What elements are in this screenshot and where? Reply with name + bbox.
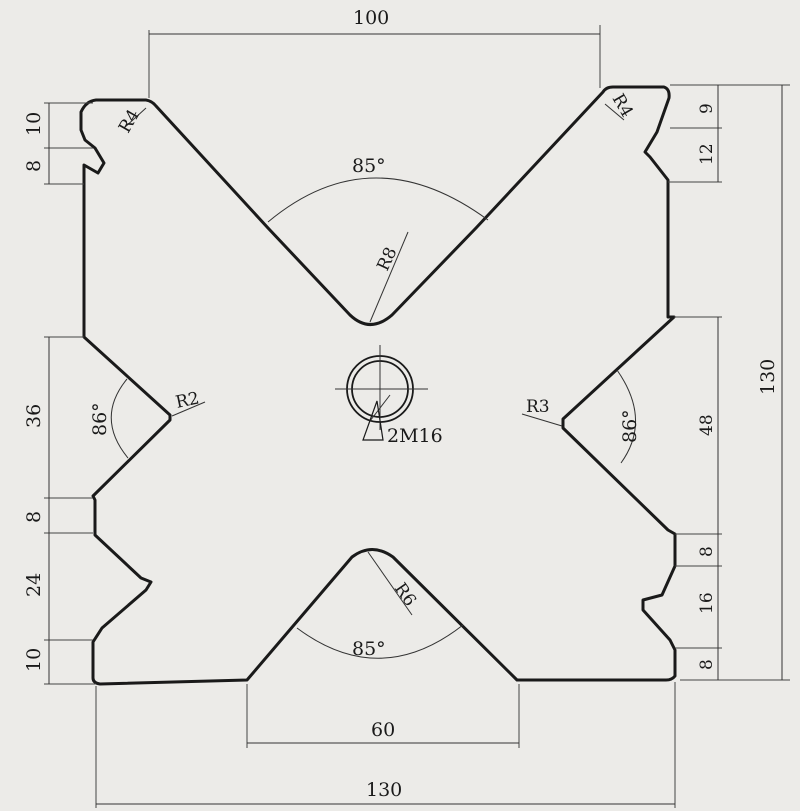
angle-right-label: 86° xyxy=(619,409,641,443)
hole-leader xyxy=(369,394,391,422)
angle-top-label: 85° xyxy=(352,155,386,177)
dim-right-48-label: 48 xyxy=(697,414,717,436)
dim-top-width-label: 100 xyxy=(353,7,389,29)
radius-left-v-label: R2 xyxy=(174,388,201,412)
angle-left-label: 86° xyxy=(89,402,111,436)
dim-left-10-label: 10 xyxy=(23,648,45,672)
dim-top-width: 100 xyxy=(148,7,601,98)
angle-arc-right xyxy=(616,369,637,464)
angle-arc-left xyxy=(110,378,129,459)
dim-right-chain: 9 12 48 8 16 8 xyxy=(668,85,722,680)
hole-label: 2M16 xyxy=(387,425,443,447)
radius-top-left-label: R4 xyxy=(115,106,144,136)
dim-left-24-label: 24 xyxy=(23,573,45,597)
dim-left-8-label: 8 xyxy=(23,511,45,523)
radius-right-v-label: R3 xyxy=(526,397,550,417)
radius-leader-left-v xyxy=(171,401,206,417)
dim-bottom-opening-label: 60 xyxy=(371,719,395,741)
dim-left-chain: 10 8 36 8 24 10 xyxy=(23,102,96,685)
radius-leader-top-v xyxy=(369,231,409,323)
dim-left-top-1-label: 10 xyxy=(23,112,45,136)
center-hole: 2M16 xyxy=(335,345,443,447)
dim-right-9-label: 9 xyxy=(697,103,717,114)
dim-overall-height: 130 xyxy=(670,84,790,681)
radius-leader-top-left xyxy=(123,107,147,129)
part-outline xyxy=(79,85,677,686)
dim-right-bottom-8-label: 8 xyxy=(697,659,717,670)
angle-arc-top xyxy=(267,177,489,223)
dim-left-top-2-label: 8 xyxy=(23,160,45,172)
radius-top-v-label: R8 xyxy=(373,244,401,274)
radius-leader-bottom-v xyxy=(367,551,413,616)
angle-arc-bottom xyxy=(296,624,464,659)
radius-bottom-v-label: R6 xyxy=(390,579,420,610)
dim-right-8-label: 8 xyxy=(697,546,717,557)
angle-bottom-label: 85° xyxy=(352,638,386,660)
dim-overall-width-label: 130 xyxy=(366,779,402,801)
radius-top-right-label: R4 xyxy=(608,91,637,121)
dim-right-16-label: 16 xyxy=(697,592,717,614)
dim-overall-width: 130 xyxy=(95,682,676,808)
dim-overall-height-label: 130 xyxy=(757,359,779,395)
hole-leader-arrow xyxy=(362,400,384,441)
radius-leader-top-right xyxy=(604,103,625,121)
radius-leader-right-v xyxy=(521,413,563,427)
dim-left-36-label: 36 xyxy=(23,404,45,428)
dim-bottom-opening: 60 xyxy=(246,684,520,748)
dim-right-12-label: 12 xyxy=(697,143,717,165)
